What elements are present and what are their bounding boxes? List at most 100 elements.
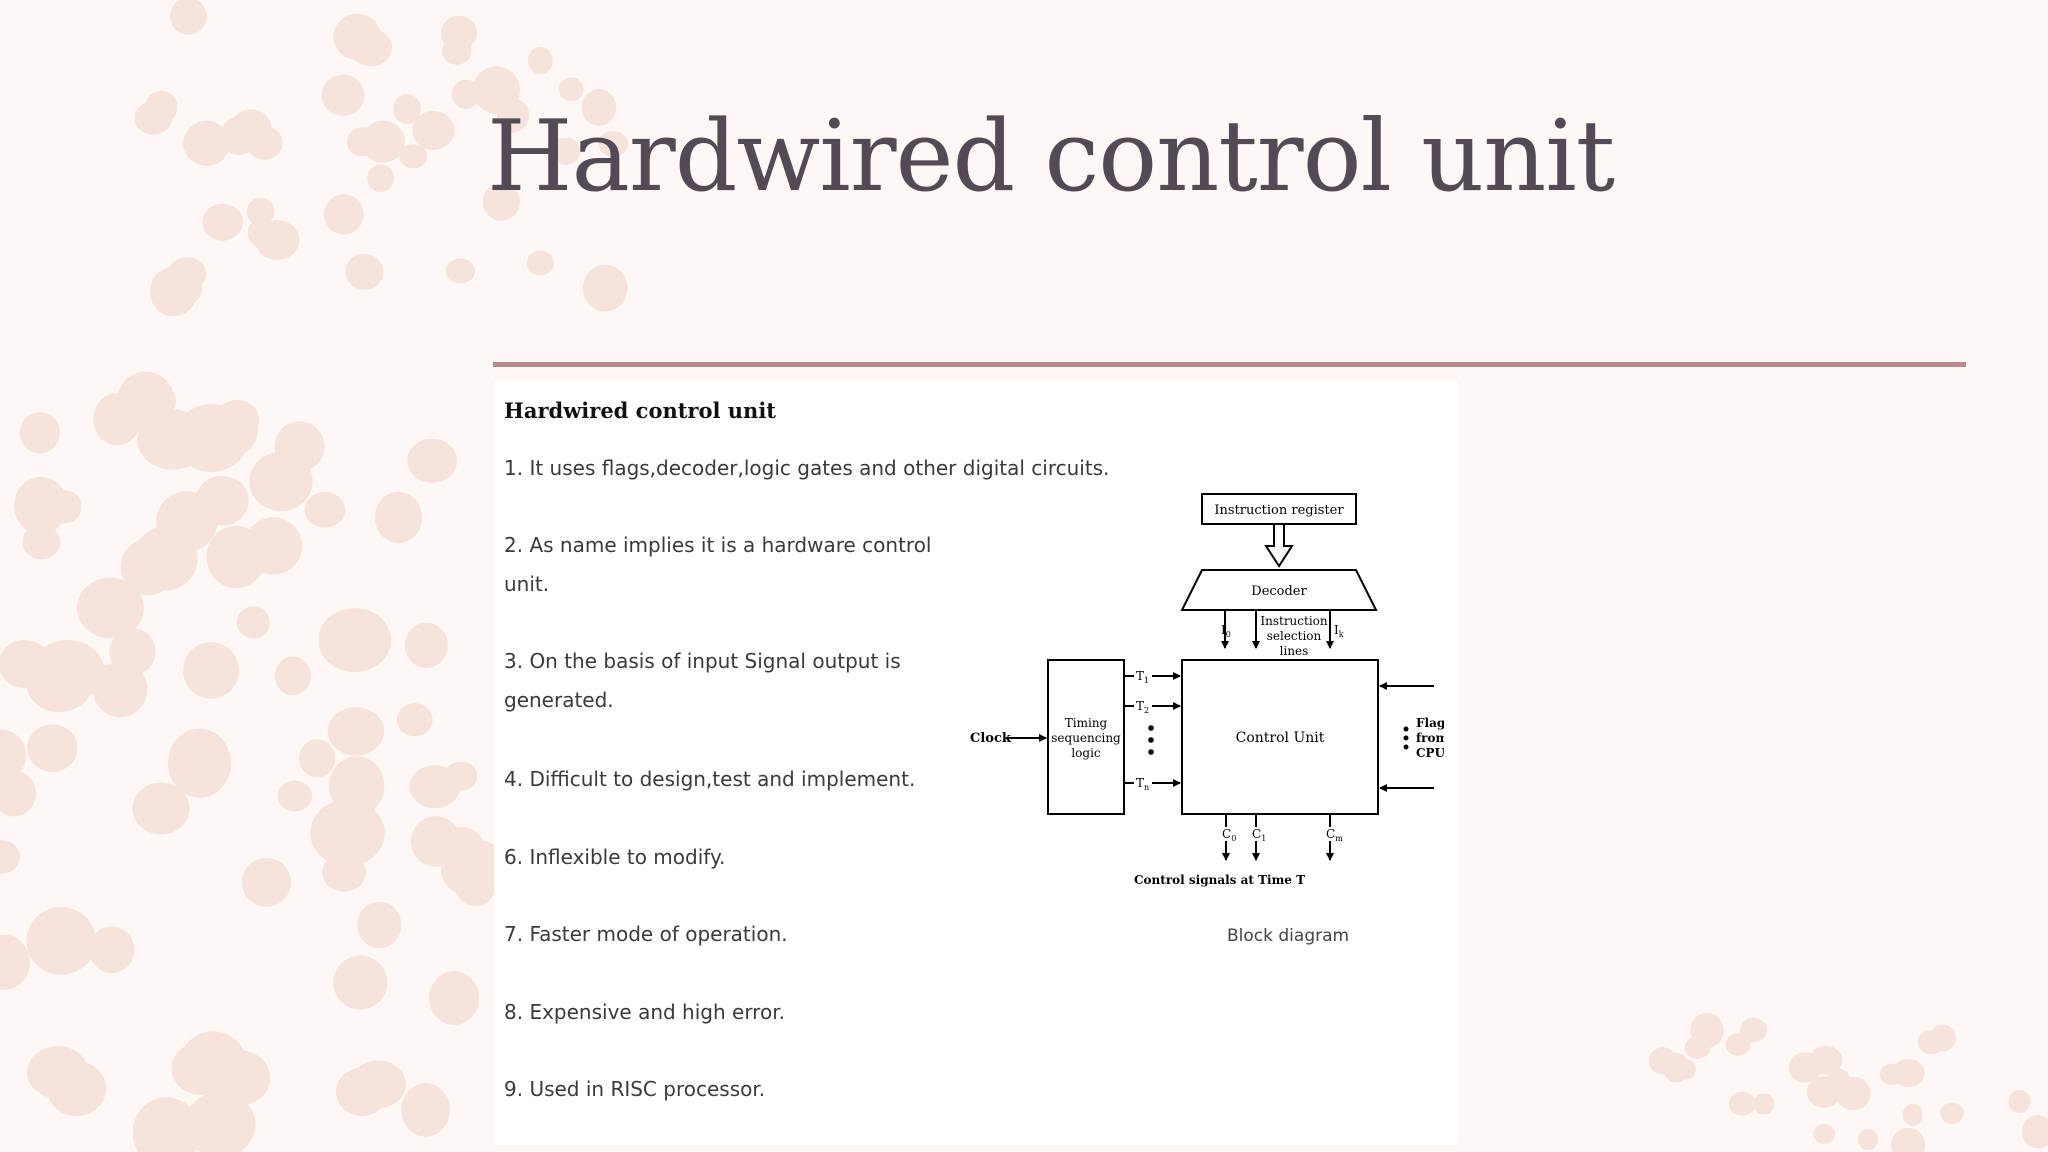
content-heading: Hardwired control unit [504,398,777,423]
bullet-point-9: 9. Used in RISC processor. [504,1077,766,1101]
decorative-dot [14,477,68,535]
slide-title: Hardwired control unit [487,100,1615,214]
decorative-dot [526,250,555,276]
decorative-dot [1940,1102,1964,1125]
decorative-dot [528,47,553,75]
decorative-dot [1728,1091,1756,1116]
bullet-point-1: 1. It uses flags,decoder,logic gates and… [504,456,1110,480]
decorative-dot [195,475,249,526]
bullet-point-3: 3. On the basis of input Signal output i… [504,649,901,712]
timing-logic-box [1047,659,1125,815]
decorative-dot [401,1083,451,1137]
decorative-dot [451,79,480,109]
flags-label-2: from [1416,731,1444,745]
bullet-point-4: 4. Difficult to design,test and implemen… [504,767,916,791]
decorative-dot [89,926,135,973]
decorative-dot [184,1091,256,1152]
decorative-dot [558,77,584,102]
block-diagram: Instruction register Decoder I0 Ik Instr… [970,493,1444,887]
decorative-dot [1891,1127,1926,1152]
selection-line-2: selection [1267,629,1322,643]
decoder-shape [1180,569,1378,611]
decorative-dot [324,194,364,235]
t1-label: T1 [1136,669,1149,685]
decorative-dot [141,383,176,420]
decorative-dot [407,438,457,483]
decorative-dot [1684,1036,1711,1059]
decorative-dot [0,840,20,874]
decorative-dot [26,907,96,975]
diagram-caption: Block diagram [1227,926,1350,946]
decorative-dot [443,761,478,791]
control-unit-box [1181,659,1379,815]
decoder-label: Decoder [1251,584,1307,599]
decorative-dot [249,451,313,512]
decorative-dot [0,770,36,817]
selection-line-3: lines [1280,644,1309,658]
instruction-register-label: Instruction register [1214,503,1344,518]
content-panel: Hardwired control unit 1. It uses flags,… [494,380,1458,1145]
decorative-dot [236,606,270,639]
decorative-dot [244,517,303,575]
decorative-dot [412,111,455,150]
decorative-dot [374,491,423,543]
control-signals-label: Control signals at Time T [1134,873,1305,887]
decorative-dot [1826,1068,1851,1092]
decorative-dot [77,577,144,639]
decorative-dot [310,799,385,867]
tn-label: Tn [1136,776,1149,792]
decorative-dot [120,538,176,596]
decorative-dot [327,707,385,756]
decorative-dot [582,264,628,312]
decorative-dot [357,901,402,949]
decorative-dot [299,739,336,778]
i0-label: I0 [1221,623,1231,639]
decorative-dot [0,934,30,990]
timing-label-1: Timing [1065,716,1108,730]
timing-label-2: sequencing [1051,731,1121,745]
decorative-dot [473,66,520,114]
decorative-dot [445,258,476,284]
title-divider [493,362,1966,367]
decorative-dot [275,656,311,696]
decorative-dot [329,756,385,816]
instruction-register-box [1201,493,1357,525]
decorative-dot [1674,1059,1696,1080]
decorative-dot [134,101,173,135]
decorative-dot [598,130,628,157]
decorative-dot [241,857,291,907]
decorative-dot [1813,1123,1836,1144]
decorative-dot [132,782,190,835]
decorative-dot [318,608,392,672]
decorative-dot [183,642,239,699]
decorative-dot [442,36,472,65]
decorative-dot [183,120,231,166]
bullet-point-6: 6. Inflexible to modify. [504,845,726,869]
hollow-arrow-icon [1264,523,1294,568]
decorative-dot [1739,1017,1768,1043]
decorative-dot [93,393,141,446]
decorative-dot [456,868,495,907]
clock-label: Clock [970,731,1012,746]
decorative-dot [172,271,203,304]
decorative-dot [173,404,249,472]
decorative-dot [230,109,272,147]
decorative-dot [581,89,617,126]
decorative-dot [1753,1093,1775,1115]
timing-label-3: logic [1071,746,1101,760]
decorative-dot [27,724,78,772]
flags-label-1: Flags [1416,716,1444,730]
decorative-dot [429,971,480,1025]
decorative-dot [1892,1058,1925,1088]
decorative-dot [345,253,384,290]
decorative-dot [393,94,421,125]
decorative-dot [550,137,581,165]
decorative-dot [109,628,156,675]
ik-label: Ik [1334,623,1344,639]
decorative-dot [202,203,244,241]
decorative-dot [19,411,60,454]
decorative-dot [399,144,428,169]
c0-label: C0 [1222,827,1236,843]
decorative-dot [367,164,394,192]
decorative-dot [132,1097,201,1152]
